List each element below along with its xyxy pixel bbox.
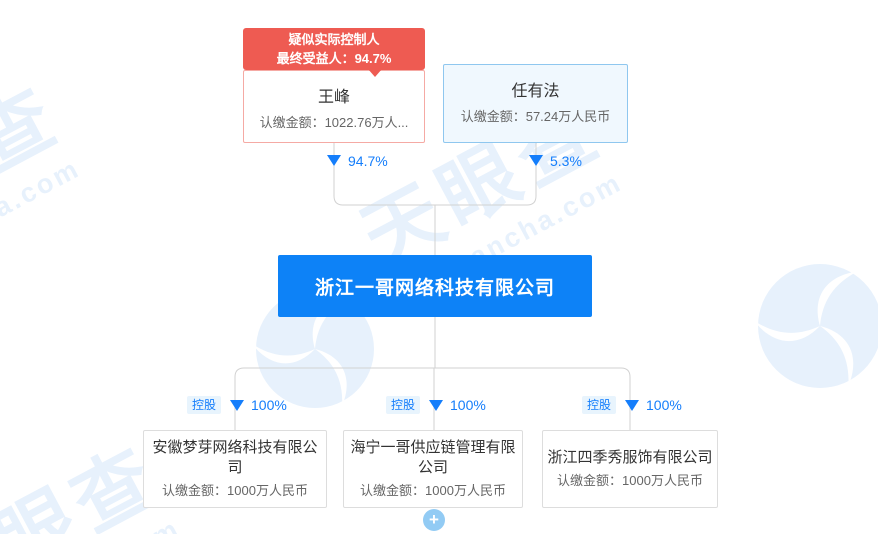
holding-tag: 控股 — [386, 396, 421, 414]
arrow-down-icon — [327, 155, 341, 166]
share-percentage: 100% — [251, 397, 287, 413]
share-percentage: 100% — [450, 397, 486, 413]
share-percentage: 100% — [646, 397, 682, 413]
subsidiary-name[interactable]: 安徽梦芽网络科技有限公司 — [152, 439, 318, 476]
holding-tag: 控股 — [187, 396, 222, 414]
expand-button[interactable]: + — [423, 509, 445, 531]
share-indicator-shareholder2: 5.3% — [529, 153, 582, 169]
subsidiary-share-indicator: 控股 100% — [386, 396, 486, 414]
controller-badge-line2: 最终受益人：94.7% — [276, 51, 392, 66]
arrow-down-icon — [625, 399, 640, 411]
subsidiary-name[interactable]: 浙江四季秀服饰有限公司 — [547, 449, 713, 466]
subsidiary-amount: 认缴金额：1000万人民币 — [360, 483, 506, 498]
main-company-node[interactable]: 浙江一哥网络科技有限公司 — [278, 255, 592, 317]
share-percentage: 5.3% — [550, 153, 582, 169]
subsidiary-name[interactable]: 海宁一哥供应链管理有限公司 — [350, 439, 516, 476]
shareholder-node-controller[interactable]: 王峰 认缴金额：1022.76万人... — [243, 70, 425, 143]
controller-badge-line1: 疑似实际控制人 — [288, 32, 380, 47]
arrow-down-icon — [529, 155, 543, 166]
shareholder-node-2[interactable]: 任有法 认缴金额：57.24万人民币 — [443, 64, 628, 143]
shareholder-name[interactable]: 王峰 — [317, 89, 350, 106]
subsidiary-node-3[interactable]: 浙江四季秀服饰有限公司 认缴金额：1000万人民币 — [542, 430, 718, 508]
shareholder-amount: 认缴金额：1022.76万人... — [259, 115, 409, 130]
subsidiary-amount: 认缴金额：1000万人民币 — [162, 483, 308, 498]
subsidiary-share-indicator: 控股 100% — [582, 396, 682, 414]
share-percentage: 94.7% — [348, 153, 388, 169]
subsidiary-share-indicator: 控股 100% — [187, 396, 287, 414]
holding-tag: 控股 — [582, 396, 617, 414]
subsidiary-node-2[interactable]: 海宁一哥供应链管理有限公司 认缴金额：1000万人民币 — [343, 430, 523, 508]
main-company-name: 浙江一哥网络科技有限公司 — [314, 277, 555, 299]
shareholder-name[interactable]: 任有法 — [511, 83, 560, 100]
suspected-controller-badge: 疑似实际控制人 最终受益人：94.7% — [243, 28, 425, 70]
arrow-down-icon — [230, 399, 245, 411]
shareholder-amount: 认缴金额：57.24万人民币 — [460, 109, 611, 124]
arrow-down-icon — [429, 399, 444, 411]
controller-badge-pointer-icon — [368, 69, 382, 77]
share-indicator-controller: 94.7% — [327, 153, 388, 169]
subsidiary-node-1[interactable]: 安徽梦芽网络科技有限公司 认缴金额：1000万人民币 — [143, 430, 327, 508]
subsidiary-amount: 认缴金额：1000万人民币 — [557, 473, 703, 488]
